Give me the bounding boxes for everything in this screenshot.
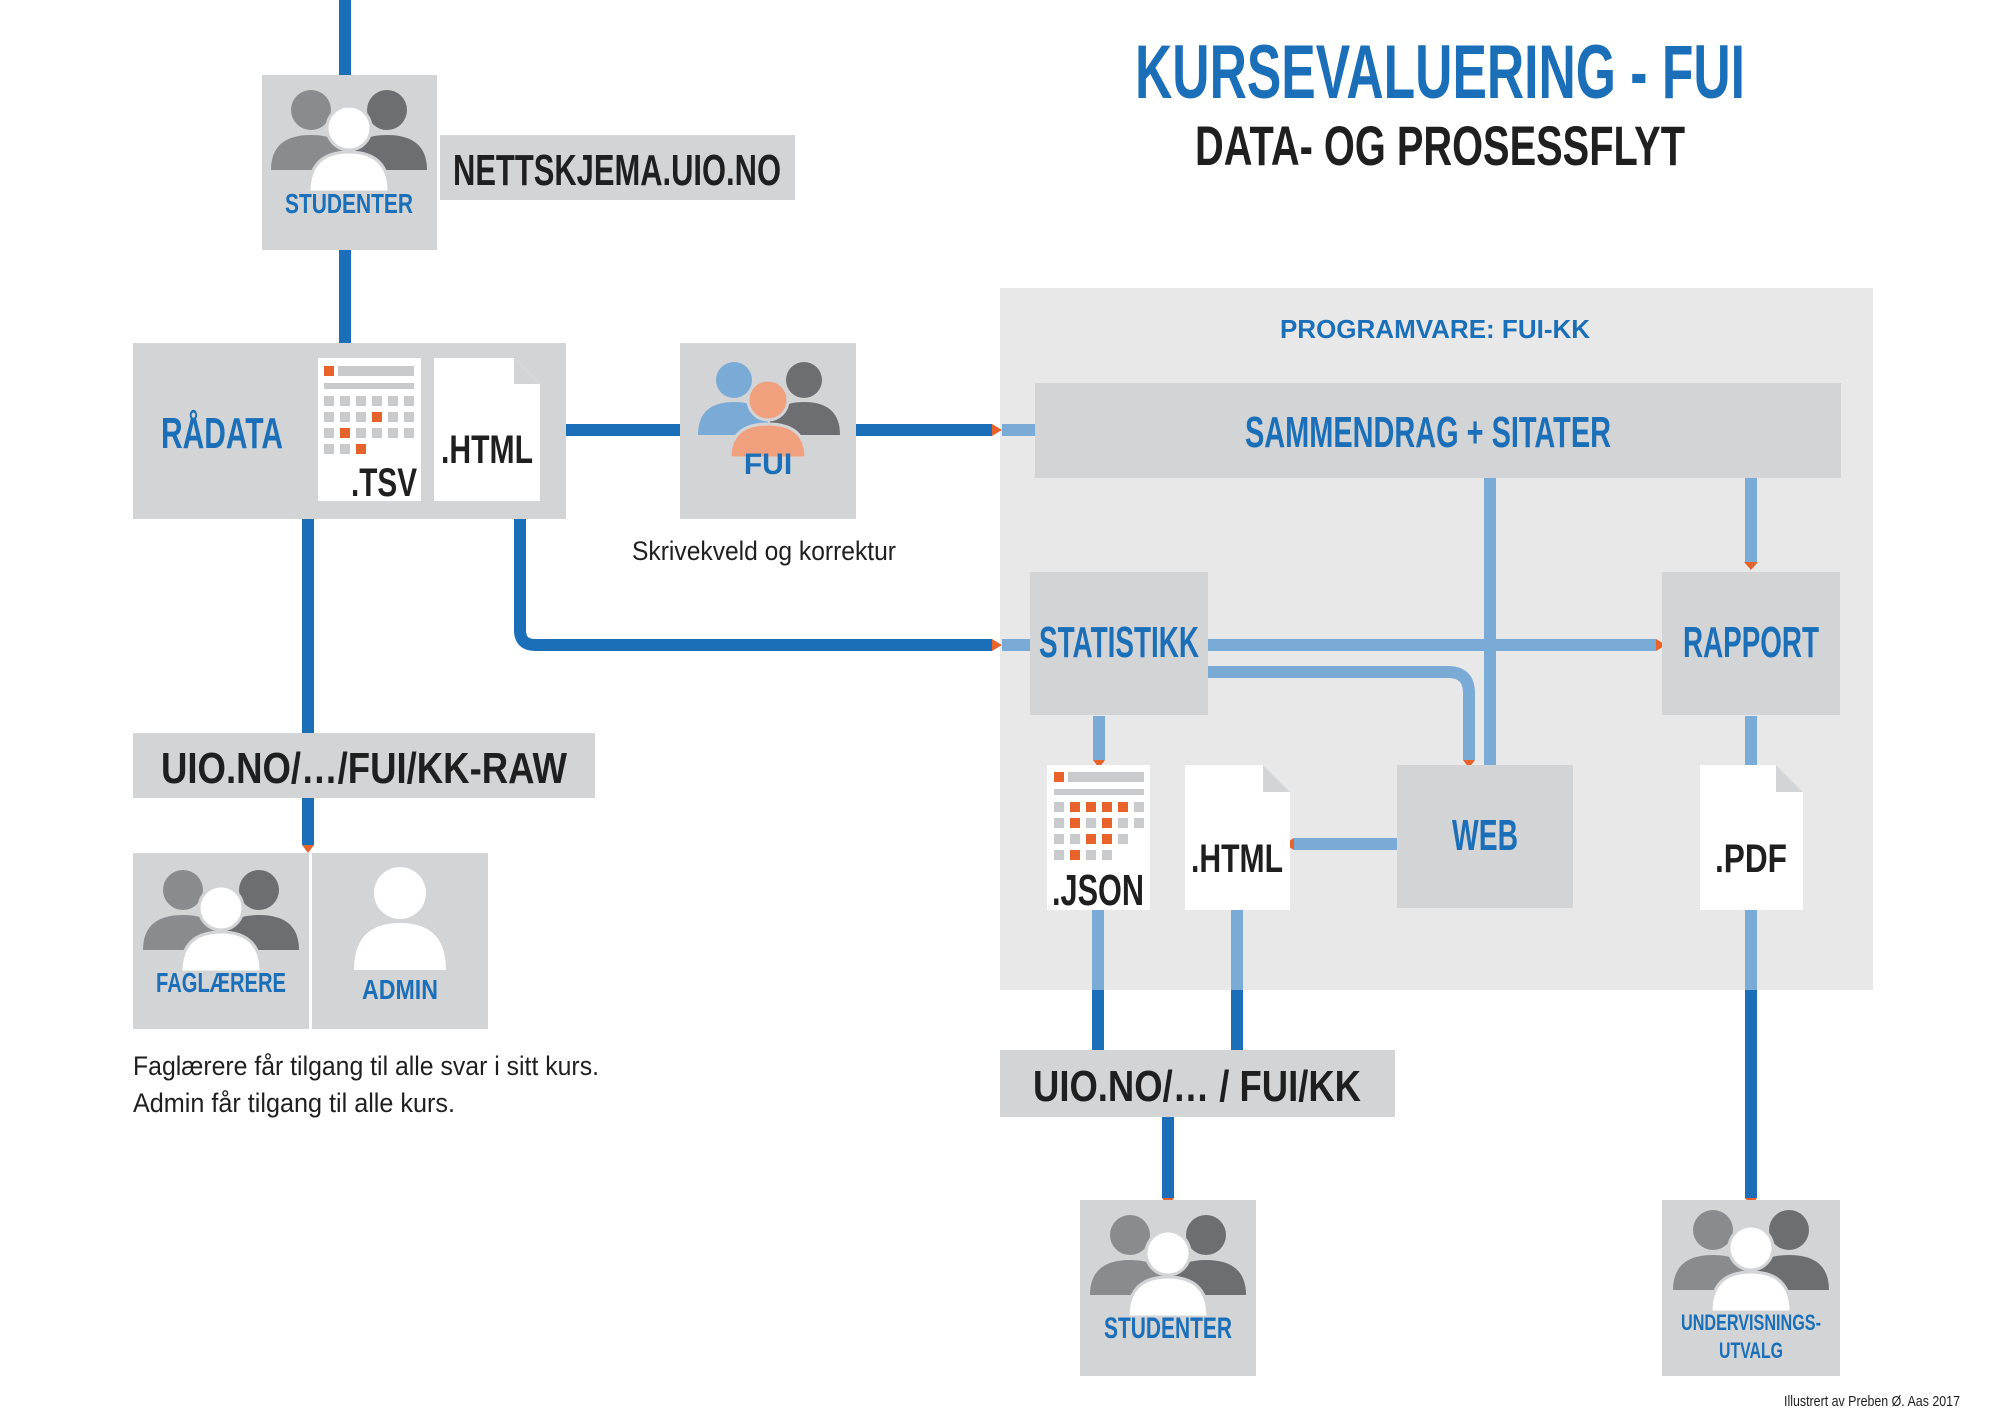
html-out-label: .HTML: [1191, 837, 1283, 881]
json-label: .JSON: [1052, 866, 1144, 915]
studenter-bottom-label: STUDENTER: [1104, 1312, 1232, 1345]
access-note-line-1: Faglærere får tilgang til alle svar i si…: [133, 1051, 599, 1081]
pdf-node: .PDF: [1700, 765, 1803, 910]
studenter-bottom-node: STUDENTER: [1080, 1200, 1256, 1376]
spreadsheet-icon: [1054, 772, 1144, 860]
faglaerere-node: FAGLÆRERE: [133, 853, 309, 1029]
rapport-node: RAPPORT: [1662, 572, 1840, 715]
web-node: WEB: [1397, 765, 1573, 908]
rapport-label: RAPPORT: [1683, 618, 1819, 667]
radata-node: RÅDATA .TSV .HTML: [133, 343, 566, 519]
kk-public-node: UIO.NO/… / FUI/KK: [1000, 1050, 1395, 1117]
statistikk-node: STATISTIKK: [1030, 572, 1208, 715]
page-title: KURSEVALUERING - FUI: [1135, 30, 1745, 115]
fui-caption: Skrivekveld og korrektur: [632, 536, 896, 566]
page-subtitle: DATA- OG PROSESSFLYT: [1195, 114, 1685, 177]
people-group-icon: [698, 362, 840, 460]
studenter-top-node: STUDENTER: [262, 75, 437, 250]
pdf-label: .PDF: [1715, 837, 1787, 881]
spreadsheet-icon: [318, 358, 421, 501]
access-note-line-2: Admin får tilgang til alle kurs.: [133, 1088, 455, 1118]
tsv-label: .TSV: [351, 461, 417, 505]
connectors-light: [1002, 424, 1757, 990]
person-icon: [354, 867, 446, 970]
undervisningsutvalg-node: UNDERVISNINGS- UTVALG: [1662, 1200, 1840, 1376]
document-icon: [434, 358, 540, 501]
sammendrag-label: SAMMENDRAG + SITATER: [1245, 408, 1611, 457]
nettskjema-label: NETTSKJEMA.UIO.NO: [453, 146, 781, 195]
document-icon: [1185, 765, 1290, 910]
statistikk-label: STATISTIKK: [1039, 618, 1199, 667]
json-file-node: .JSON: [1047, 765, 1150, 915]
faglaerere-label: FAGLÆRERE: [156, 967, 286, 998]
kk-public-label: UIO.NO/… / FUI/KK: [1033, 1062, 1361, 1111]
software-panel-label: PROGRAMVARE: FUI-KK: [1280, 314, 1590, 344]
admin-node: ADMIN: [312, 853, 488, 1029]
kk-raw-node: UIO.NO/…/FUI/KK-RAW: [133, 733, 595, 798]
sammendrag-node: SAMMENDRAG + SITATER: [1035, 383, 1841, 478]
html-out-node: .HTML: [1185, 765, 1290, 910]
fui-node: FUI: [680, 343, 856, 519]
undervisningsutvalg-label-2: UTVALG: [1719, 1338, 1783, 1363]
admin-label: ADMIN: [362, 974, 438, 1005]
document-icon: [1700, 765, 1803, 910]
kk-raw-label: UIO.NO/…/FUI/KK-RAW: [161, 744, 567, 793]
web-label: WEB: [1452, 811, 1518, 860]
studenter-top-label: STUDENTER: [285, 188, 413, 219]
nettskjema-node: NETTSKJEMA.UIO.NO: [440, 135, 795, 200]
credit-text: Illustrert av Preben Ø. Aas 2017: [1784, 1393, 1960, 1410]
undervisningsutvalg-label-1: UNDERVISNINGS-: [1681, 1310, 1821, 1335]
html-raw-label: .HTML: [441, 428, 533, 472]
fui-label: FUI: [744, 448, 792, 481]
radata-label: RÅDATA: [161, 409, 283, 458]
connectors-dark: [302, 0, 1757, 1198]
